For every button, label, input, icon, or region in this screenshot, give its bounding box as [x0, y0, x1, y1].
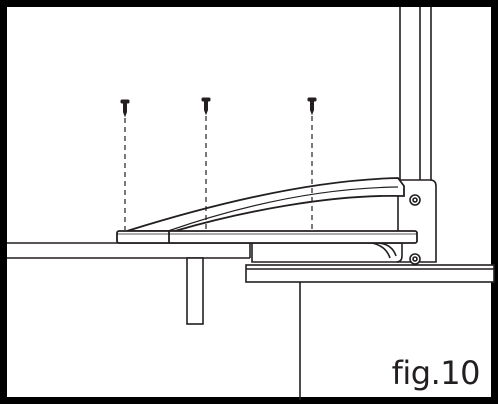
screws: [120, 97, 317, 118]
curved-arm: [126, 177, 405, 232]
screw-icon: [201, 97, 211, 116]
right-cabinet: [245, 264, 495, 400]
figure-caption: fig.10: [391, 354, 481, 392]
support-tray: [251, 242, 403, 263]
screw-icon: [307, 97, 317, 116]
vertical-post: [399, 7, 432, 180]
keyboard-plate: [116, 230, 418, 244]
screw-icon: [120, 99, 130, 118]
screw-guides: [124, 116, 313, 230]
left-table: [7, 242, 251, 325]
